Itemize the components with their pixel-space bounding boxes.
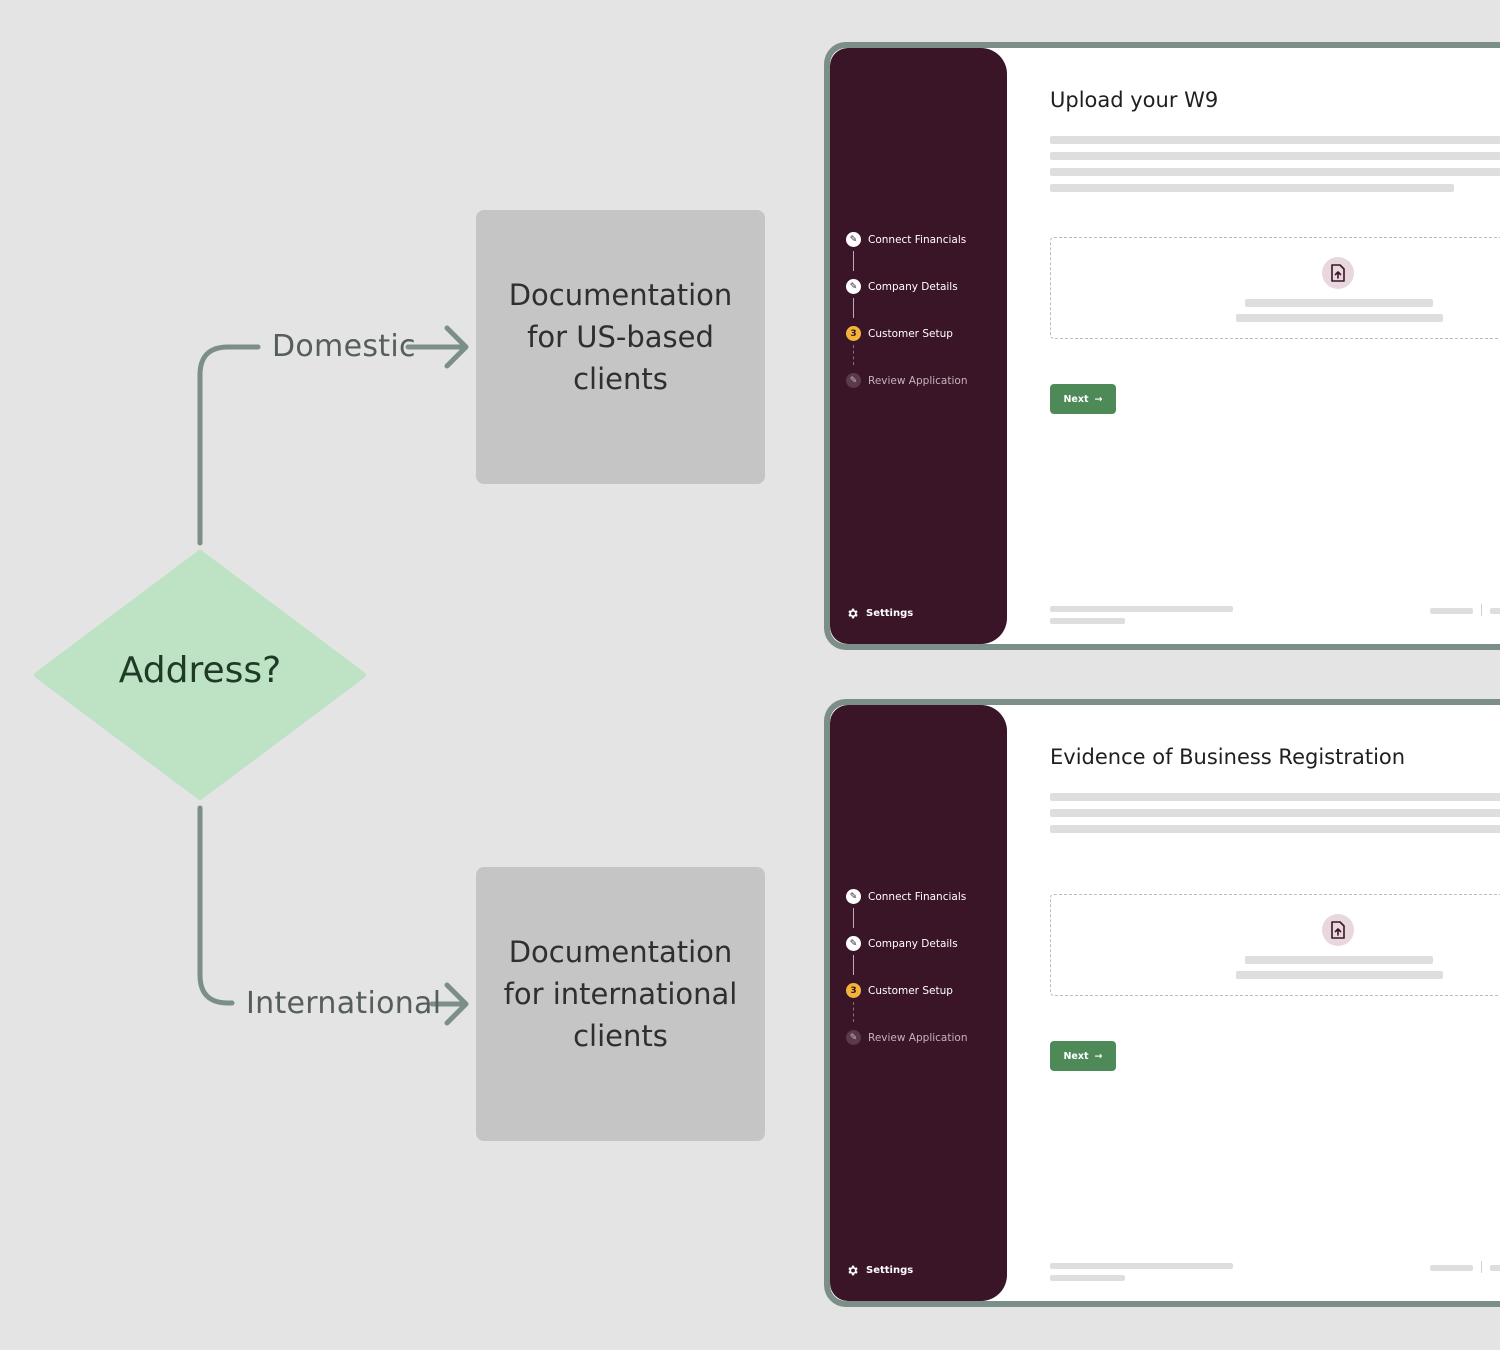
- step-connector: [853, 251, 854, 271]
- text-placeholder-line: [1050, 793, 1500, 801]
- footer-placeholder-line: [1490, 1265, 1500, 1271]
- text-placeholder-line: [1050, 809, 1500, 817]
- international-doc-label: Documentation for international clients: [503, 935, 738, 1053]
- arrow-right-icon: →: [1094, 393, 1103, 405]
- step-customer-setup[interactable]: 3 Customer Setup: [846, 983, 953, 998]
- decision-label: Address?: [118, 650, 282, 691]
- step-label: Review Application: [868, 1031, 968, 1044]
- step-label: Company Details: [868, 937, 958, 950]
- footer-divider: [1481, 1261, 1482, 1273]
- settings-label: Settings: [866, 608, 914, 619]
- international-label: International: [246, 986, 442, 1021]
- next-button[interactable]: Next →: [1050, 384, 1116, 414]
- text-placeholder-line: [1050, 152, 1500, 160]
- pencil-icon: ✎: [846, 279, 861, 294]
- step-label: Connect Financials: [868, 890, 967, 903]
- footer-placeholder-line: [1050, 618, 1125, 624]
- text-placeholder-line: [1236, 971, 1443, 979]
- gear-icon: [848, 608, 858, 619]
- international-doc-box: Documentation for international clients: [476, 867, 765, 1141]
- file-dropzone[interactable]: [1050, 237, 1500, 339]
- step-connector: [853, 298, 854, 318]
- step-number-badge: 3: [846, 983, 861, 998]
- step-label: Company Details: [868, 280, 958, 293]
- footer-placeholder-line: [1430, 608, 1473, 614]
- text-placeholder-line: [1050, 168, 1500, 176]
- domestic-doc-box: Documentation for US-based clients: [476, 210, 765, 484]
- pencil-icon: ✎: [846, 1030, 861, 1045]
- footer-placeholder-line: [1050, 1263, 1233, 1269]
- step-number-badge: 3: [846, 326, 861, 341]
- domestic-arrow: [405, 325, 469, 369]
- step-label: Customer Setup: [868, 984, 953, 997]
- step-connector: [853, 1002, 855, 1022]
- domestic-label: Domestic: [272, 329, 416, 364]
- page-title: Evidence of Business Registration: [1050, 745, 1406, 769]
- text-placeholder-line: [1050, 825, 1500, 833]
- next-button[interactable]: Next →: [1050, 1041, 1116, 1071]
- step-connect-financials[interactable]: ✎ Connect Financials: [846, 232, 966, 247]
- sidebar: ✎ Connect Financials ✎ Company Details 3…: [830, 48, 1007, 644]
- pencil-icon: ✎: [846, 373, 861, 388]
- footer-placeholder-line: [1050, 1275, 1125, 1281]
- footer-placeholder-line: [1490, 608, 1500, 614]
- step-label: Connect Financials: [868, 233, 967, 246]
- step-connector: [853, 955, 854, 975]
- domestic-doc-label: Documentation for US-based clients: [508, 278, 733, 396]
- business-registration-screen: ✎ Connect Financials ✎ Company Details 3…: [824, 699, 1500, 1307]
- international-connector-line: [197, 805, 235, 1006]
- step-review-application[interactable]: ✎ Review Application: [846, 1030, 967, 1045]
- file-upload-icon: [1322, 257, 1354, 289]
- domestic-connector-line: [197, 344, 261, 546]
- next-button-label: Next: [1063, 393, 1089, 405]
- settings-item[interactable]: Settings: [846, 607, 913, 620]
- step-company-details[interactable]: ✎ Company Details: [846, 936, 958, 951]
- step-company-details[interactable]: ✎ Company Details: [846, 279, 958, 294]
- step-label: Customer Setup: [868, 327, 953, 340]
- text-placeholder-line: [1050, 136, 1500, 144]
- footer-placeholder-line: [1050, 606, 1233, 612]
- w9-upload-screen: ✎ Connect Financials ✎ Company Details 3…: [824, 42, 1500, 650]
- footer-divider: [1481, 604, 1482, 616]
- text-placeholder-line: [1245, 299, 1433, 307]
- step-label: Review Application: [868, 374, 968, 387]
- step-review-application[interactable]: ✎ Review Application: [846, 373, 967, 388]
- international-arrow: [429, 982, 469, 1026]
- step-customer-setup[interactable]: 3 Customer Setup: [846, 326, 953, 341]
- decision-diamond: [34, 550, 366, 800]
- step-connect-financials[interactable]: ✎ Connect Financials: [846, 889, 966, 904]
- pencil-icon: ✎: [846, 232, 861, 247]
- arrow-right-icon: →: [1094, 1050, 1103, 1062]
- text-placeholder-line: [1050, 184, 1454, 192]
- file-upload-icon: [1322, 914, 1354, 946]
- pencil-icon: ✎: [846, 889, 861, 904]
- file-dropzone[interactable]: [1050, 894, 1500, 996]
- next-button-label: Next: [1063, 1050, 1089, 1062]
- text-placeholder-line: [1245, 956, 1433, 964]
- step-connector: [853, 345, 855, 365]
- pencil-icon: ✎: [846, 936, 861, 951]
- footer-placeholder-line: [1430, 1265, 1473, 1271]
- gear-icon: [848, 1265, 858, 1276]
- text-placeholder-line: [1236, 314, 1443, 322]
- sidebar: ✎ Connect Financials ✎ Company Details 3…: [830, 705, 1007, 1301]
- settings-label: Settings: [866, 1265, 914, 1276]
- step-connector: [853, 908, 854, 928]
- settings-item[interactable]: Settings: [846, 1264, 913, 1277]
- page-title: Upload your W9: [1050, 88, 1219, 112]
